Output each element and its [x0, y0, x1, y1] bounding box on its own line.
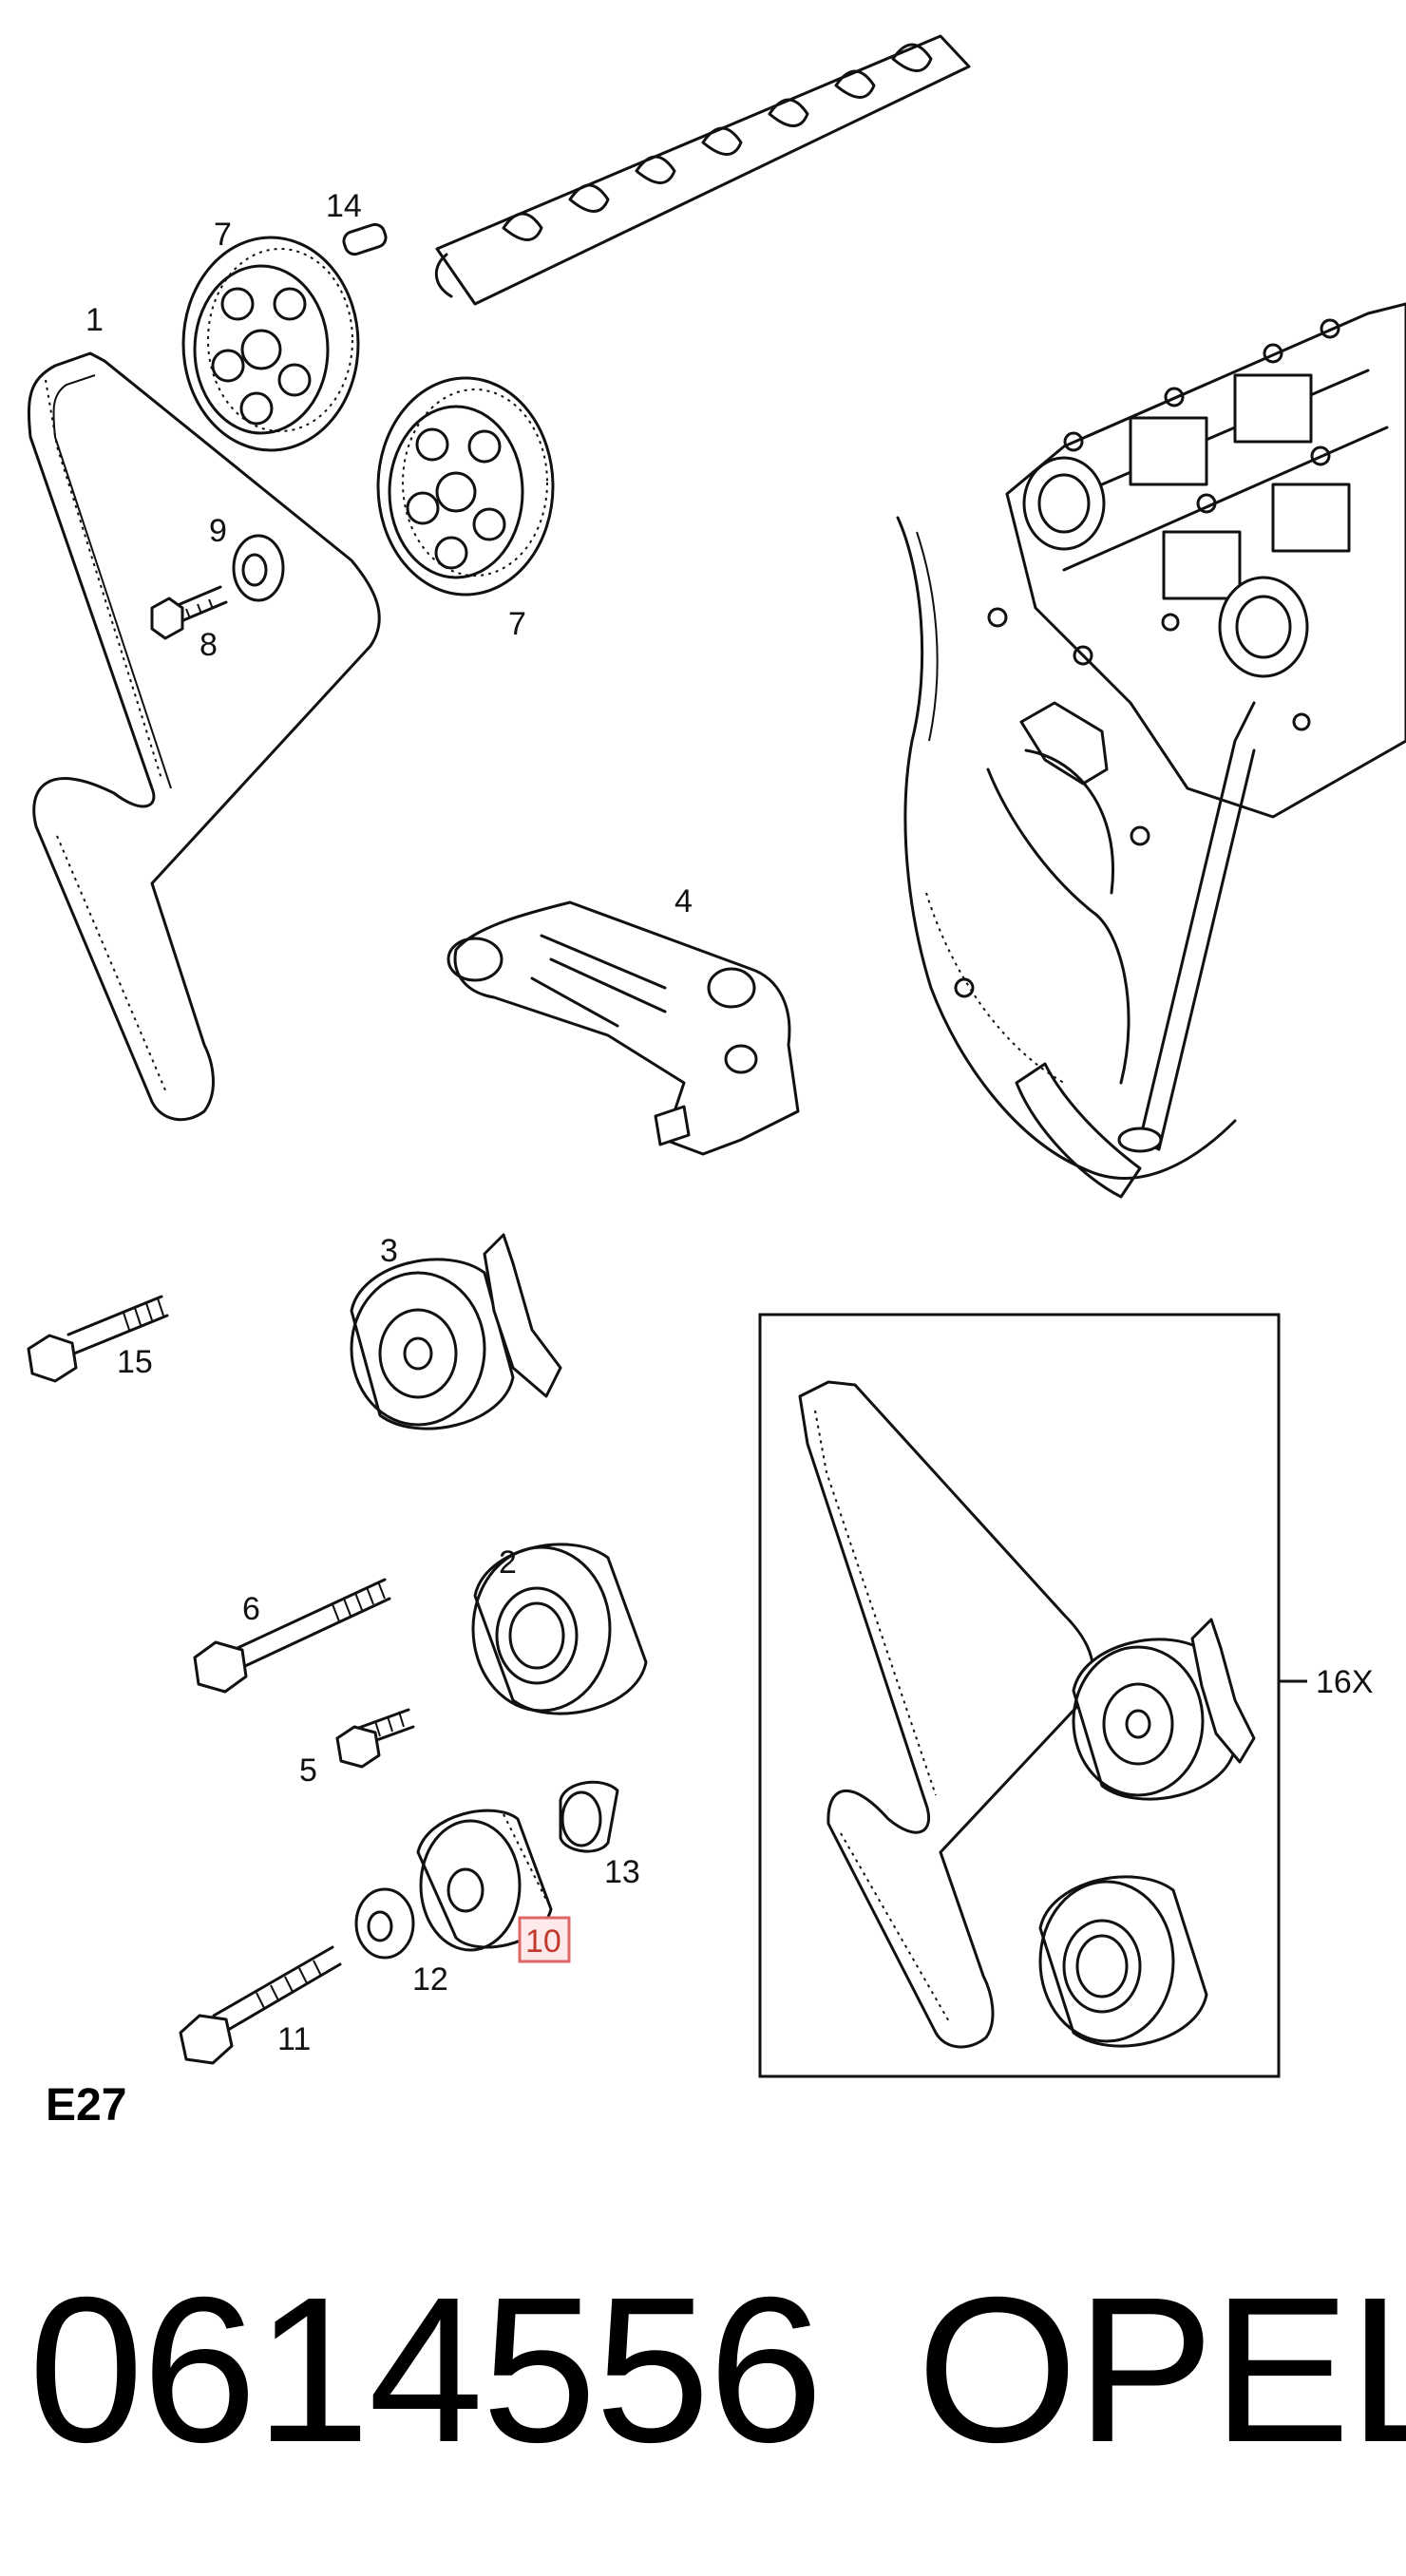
figure-code: E27	[46, 2080, 126, 2131]
camshaft-sprocket-lower	[376, 376, 555, 597]
callout-13: 13	[604, 1854, 640, 1890]
idler-pulley	[471, 1543, 648, 1715]
callout-2: 2	[499, 1544, 517, 1581]
timing-belt	[27, 351, 381, 1122]
camshaft-sprocket-upper	[181, 236, 360, 452]
callout-10-highlight	[518, 1916, 571, 1963]
crankshaft-sprocket	[416, 1809, 553, 1952]
tensioner-bracket	[446, 900, 800, 1156]
callout-9: 9	[209, 513, 227, 549]
brand-name: OPEL	[917, 2255, 1406, 2486]
part-number: 0614556	[28, 2255, 822, 2486]
callout-4: 4	[674, 883, 693, 919]
timing-belt-kit-box	[758, 1313, 1307, 2078]
callout-11: 11	[277, 2021, 311, 2057]
callout-7-upper: 7	[214, 217, 232, 253]
bushing	[559, 1780, 619, 1853]
belt-tensioner	[350, 1233, 562, 1430]
callout-16x: 16X	[1316, 1664, 1374, 1700]
idler-pulley-bolt	[193, 1578, 391, 1694]
callout-1: 1	[86, 302, 104, 338]
callout-12: 12	[412, 1961, 448, 1998]
callout-8: 8	[200, 627, 218, 663]
callout-7-lower: 7	[508, 606, 526, 642]
callout-14: 14	[326, 188, 362, 224]
cylinder-head	[1005, 302, 1406, 819]
short-bolt	[335, 1708, 415, 1769]
callout-3: 3	[380, 1233, 398, 1269]
callout-6: 6	[242, 1591, 260, 1627]
tensioner-mounting-bolt	[27, 1295, 169, 1383]
washer	[232, 534, 285, 602]
crankshaft-bolt	[179, 1945, 342, 2065]
dowel-pin	[342, 222, 388, 256]
callout-10: 10	[525, 1923, 561, 1960]
crankshaft-washer	[354, 1887, 415, 1960]
sprocket-bolt	[150, 585, 228, 640]
camshaft	[434, 34, 971, 306]
callout-15: 15	[117, 1344, 153, 1380]
engine-timing-cover	[896, 516, 1256, 1199]
callout-5: 5	[299, 1752, 317, 1789]
